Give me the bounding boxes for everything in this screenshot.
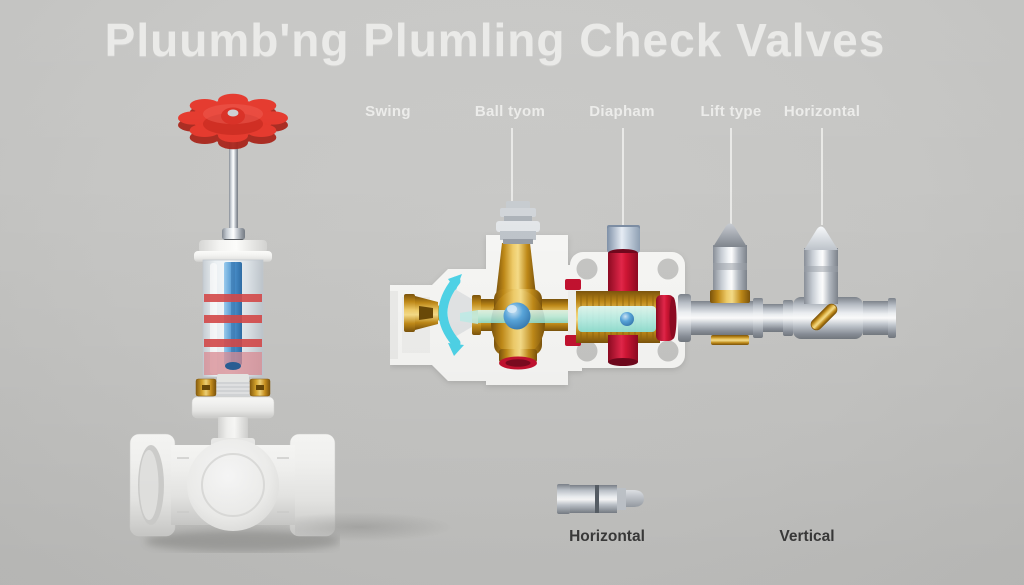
rod-end-cap	[656, 295, 677, 341]
globe-valve-illustration	[129, 93, 340, 552]
rounded-cap	[626, 490, 644, 507]
label-ball-type: Ball tyom	[474, 103, 546, 120]
leader-line-ball-type	[511, 128, 513, 212]
page-title: Pluumb'ng Plumling Check Valves	[104, 14, 886, 66]
sight-glass-chamber	[202, 259, 264, 378]
leader-line-horizontal	[821, 128, 823, 225]
bonnet-cap	[496, 201, 540, 244]
label-swing: Swing	[365, 103, 411, 120]
check-ball	[503, 302, 531, 330]
brass-pin	[810, 303, 838, 331]
bonnet	[194, 240, 272, 262]
body-flange	[191, 396, 275, 444]
horizontal-type-valve	[804, 226, 838, 331]
check-valve-cutaway-illustration	[390, 201, 896, 385]
packing-nuts	[195, 374, 271, 397]
threaded-cartridge	[576, 291, 660, 343]
check-valve-cartridge	[557, 484, 644, 514]
inlet-nozzle	[404, 294, 447, 332]
handwheel	[178, 93, 288, 150]
swing-flap	[438, 274, 464, 356]
steel-cap	[607, 225, 640, 253]
bolt-holes	[576, 258, 679, 362]
bottom-port	[608, 335, 638, 366]
label-horizontal-bottom: Horizontal	[569, 528, 645, 545]
flow-channel	[578, 306, 656, 332]
valve-stem	[222, 134, 245, 244]
cone-tip-gray	[713, 223, 747, 247]
label-vertical-bottom: Vertical	[779, 528, 835, 545]
leader-line-lift-type	[730, 128, 732, 224]
label-horizontal-top: Horizontal	[783, 103, 861, 120]
valve-shadow	[145, 530, 340, 552]
top-port	[608, 249, 638, 291]
lift-type-valve	[710, 223, 750, 345]
cone-tip-white	[804, 226, 838, 250]
label-lift-type: Lift type	[700, 103, 762, 120]
label-diaphragm: Diapham	[589, 103, 655, 120]
shadow-wisp	[295, 512, 455, 542]
leader-line-diaphragm	[622, 128, 624, 227]
outlet-port	[499, 356, 537, 370]
valve-body	[129, 433, 336, 537]
